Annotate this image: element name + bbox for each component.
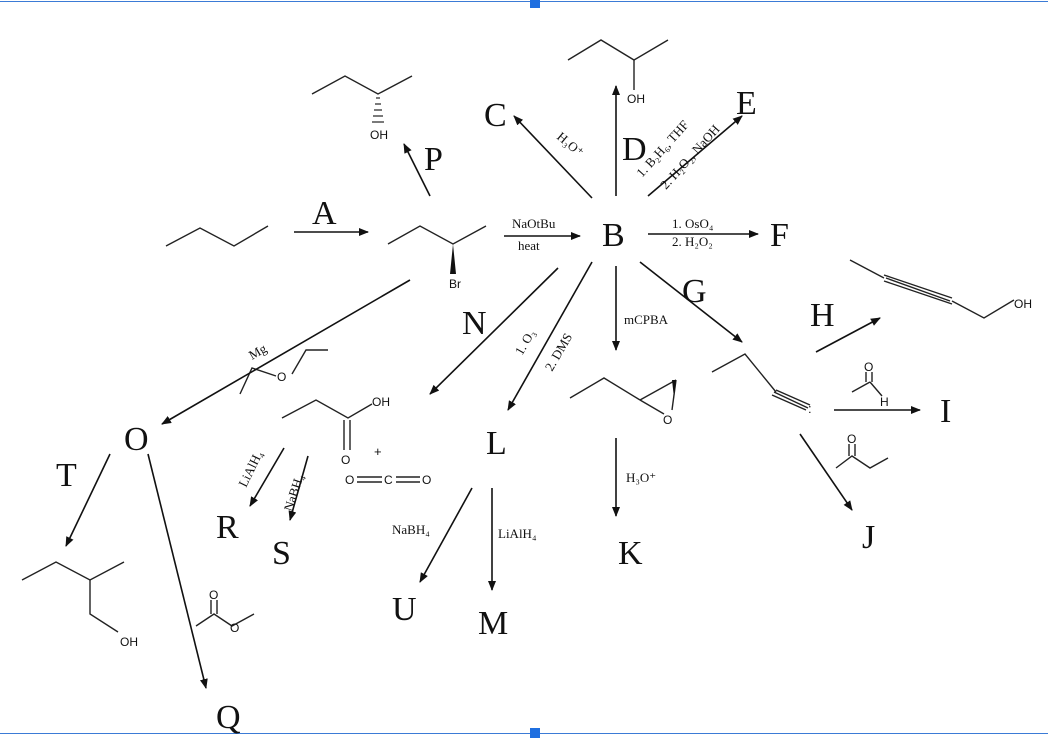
label-c: C [484,97,507,134]
arrow-u [419,487,473,583]
d-hydroxyl-label: OH [627,92,645,106]
arrow-j [799,433,853,511]
label-p: P [424,141,443,178]
arrow-s [288,455,309,521]
cond-u-nabh4: NaBH₄ [392,522,430,537]
label-m: M [478,605,508,642]
label-q: Q [216,699,241,736]
arrow-l [507,261,593,411]
label-g: G [682,273,707,310]
label-u: U [392,591,417,628]
ketone-oxygen: O [847,432,856,446]
aldehyde-reagent-structure: O H [851,360,889,409]
butane-structure [165,225,269,247]
product-h-structure: OH [849,259,1032,319]
label-k: K [618,535,643,572]
cond-r-lialh4: LiAlH₄ [235,448,266,490]
cond-naotbu: NaOtBu [512,216,556,231]
propanoic-acid-structure: OH O [281,395,390,467]
label-n: N [462,305,487,342]
cond-mg: Mg [246,340,270,362]
arrow-g [639,261,743,343]
aldehyde-oxygen: O [864,360,873,374]
butynyl-anion-structure: : [711,353,812,416]
carbon-dioxide-structure: O C O [345,473,431,487]
label-f: F [770,217,789,254]
label-d: D [622,131,647,168]
bromobutane-structure: Br [387,225,487,291]
resize-handle-top[interactable] [530,0,540,8]
aldehyde-hydrogen: H [880,395,889,409]
plus-sign: + [374,444,382,459]
diethyl-ether-structure: O [239,349,328,395]
arrow-r [249,447,285,507]
label-j: J [862,519,875,556]
arrow-o [161,279,411,425]
arrow-t [65,453,111,547]
ester-single-oxygen: O [230,621,239,635]
ether-oxygen: O [277,370,286,384]
label-t: T [56,457,77,494]
anion-lone-pair: : [808,401,812,416]
epoxide-oxygen: O [663,413,672,427]
resize-handle-bottom[interactable] [530,728,540,738]
cond-c-h3o: H₃O⁺ [554,129,587,160]
label-h: H [810,297,835,334]
label-l: L [486,425,507,462]
arrow-e [647,115,743,197]
label-a: A [312,195,337,232]
product-t-structure: OH [21,561,138,649]
label-e: E [736,85,757,122]
cond-mcpba: mCPBA [624,312,669,327]
label-o: O [124,421,149,458]
cond-k-h3o: H₃O⁺ [626,470,656,485]
cond-s-nabh4: NaBH₄ [281,472,307,513]
cond-m-lialh4: LiAlH₄ [498,526,537,541]
methyl-acetate-structure: O O [195,588,255,635]
co2-oxygen-left: O [345,473,354,487]
cond-f-step2: 2. H₂O₂ [672,234,713,249]
cond-heat: heat [518,238,540,253]
label-r: R [216,509,239,546]
h-hydroxyl-label: OH [1014,297,1032,311]
ketone-reagent-structure: O [835,432,889,469]
epoxide-structure: O [569,377,677,427]
label-i: I [940,393,951,430]
co2-oxygen-right: O [422,473,431,487]
cond-l-step1: 1. O₃ [512,327,538,358]
p-hydroxyl-label: OH [370,128,388,142]
acid-carbonyl-oxygen: O [341,453,350,467]
arrow-c [513,115,593,199]
arrow-q [147,453,208,689]
acid-hydroxyl-label: OH [372,395,390,409]
arrow-n [429,267,559,395]
arrow-h [815,317,881,353]
cond-l-step2: 2. DMS [542,330,576,373]
label-s: S [272,535,291,572]
cond-f-step1: 1. OsO₄ [672,216,714,231]
product-d-structure: OH [567,39,669,106]
ester-carbonyl-oxygen: O [209,588,218,602]
t-hydroxyl-label: OH [120,635,138,649]
co2-carbon: C [384,473,393,487]
bromine-atom: Br [449,277,461,291]
arrow-p [403,143,431,197]
label-b: B [602,217,625,254]
product-p-structure: OH [311,75,413,142]
